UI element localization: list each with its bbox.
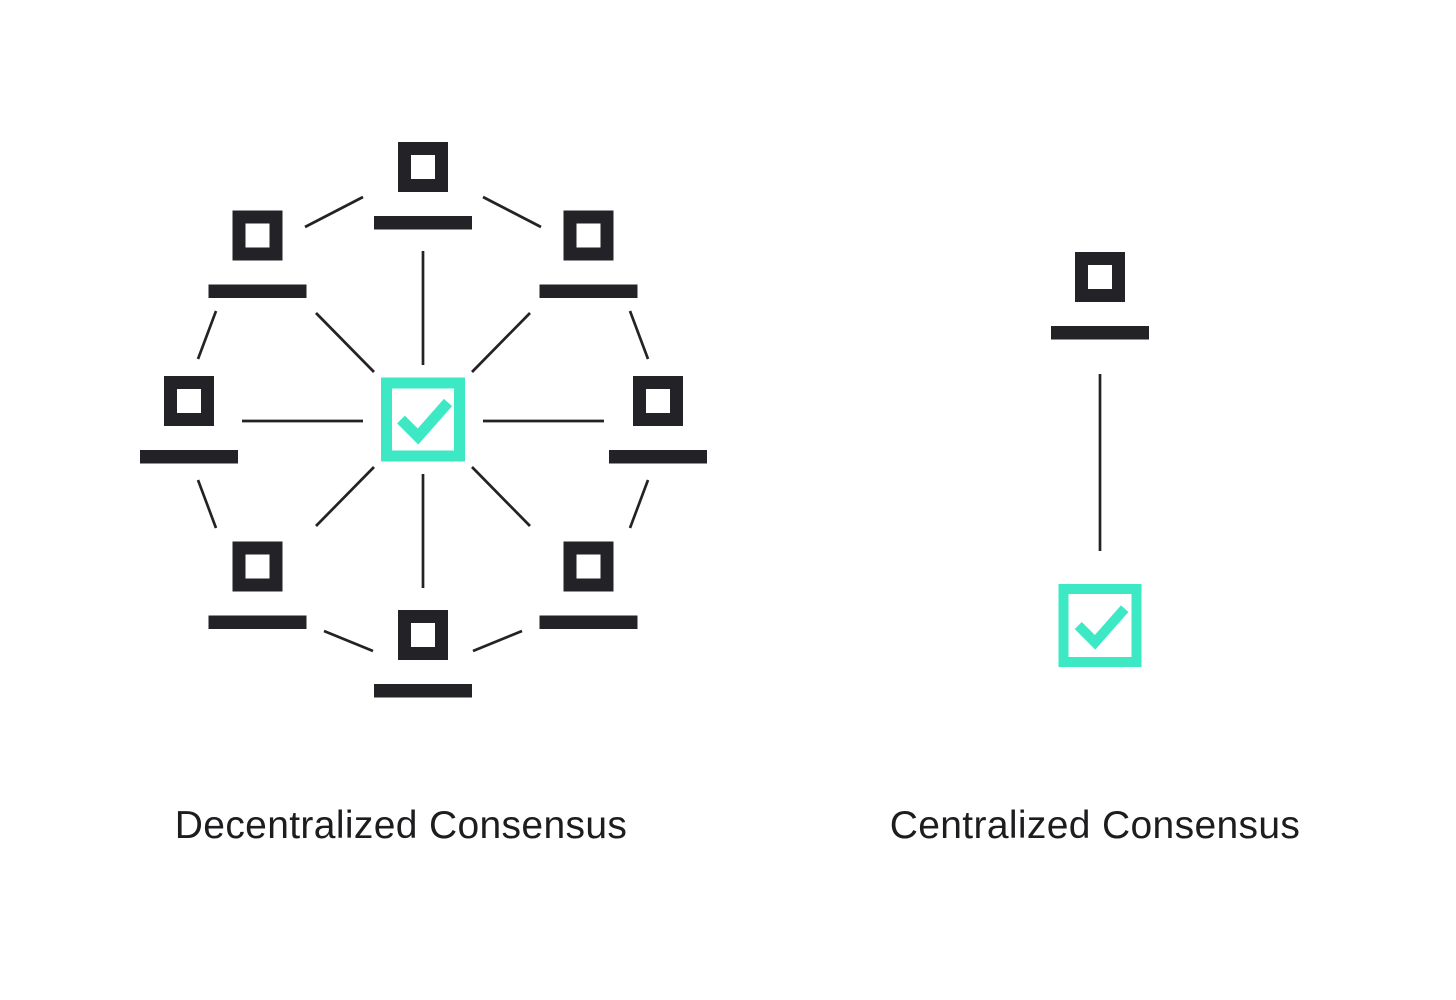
checkbox-checked-icon bbox=[381, 377, 465, 462]
connection-line bbox=[472, 629, 523, 653]
connection-line bbox=[471, 312, 531, 373]
computer-icon bbox=[539, 541, 638, 629]
connection-line bbox=[471, 466, 531, 527]
computer-icon bbox=[208, 541, 307, 629]
connection-line bbox=[323, 629, 374, 653]
caption-decentralized-consensus: Decentralized Consensus bbox=[174, 804, 628, 847]
computer-icon bbox=[374, 610, 472, 698]
computer-icon bbox=[374, 142, 472, 230]
computer-icon bbox=[1051, 252, 1149, 340]
computer-icon bbox=[208, 210, 307, 298]
decentralized-diagram bbox=[140, 142, 707, 698]
connection-line bbox=[315, 312, 375, 373]
centralized-diagram bbox=[1051, 252, 1149, 667]
connection-line bbox=[628, 479, 650, 529]
caption-centralized-consensus: Centralized Consensus bbox=[889, 804, 1301, 847]
connection-line bbox=[628, 310, 650, 360]
connection-line bbox=[482, 195, 542, 229]
checkbox-checked-icon bbox=[1058, 584, 1142, 667]
connection-line bbox=[304, 195, 364, 229]
connection-line bbox=[315, 466, 375, 527]
computer-icon bbox=[140, 376, 238, 464]
connection-line bbox=[196, 310, 218, 360]
connection-line bbox=[196, 479, 218, 529]
computer-icon bbox=[539, 210, 638, 298]
computer-icon bbox=[609, 376, 707, 464]
